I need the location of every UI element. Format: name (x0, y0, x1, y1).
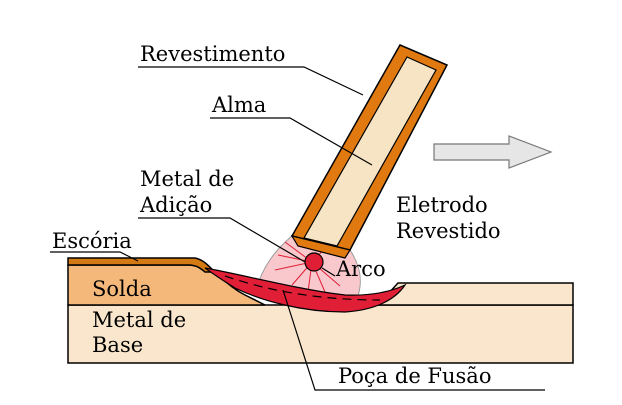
label-metal-base-line2: Base (92, 333, 143, 357)
leader-poca-fusao (282, 289, 545, 391)
label-solda: Solda (92, 277, 152, 301)
direction-arrow (433, 135, 553, 169)
slag-layer (67, 257, 218, 273)
electrode-tip (290, 235, 351, 259)
label-revestimento: Revestimento (140, 42, 285, 66)
label-arco: Arco (335, 257, 386, 281)
label-escoria: Escória (52, 229, 132, 253)
metal-droplet (304, 252, 324, 272)
base-metal (67, 304, 574, 364)
label-eletrodo-line1: Eletrodo (396, 193, 488, 217)
label-poca-fusao: Poça de Fusão (338, 364, 491, 388)
electrode-core (303, 56, 437, 247)
leader-alma (210, 117, 373, 166)
pool-dash (224, 275, 381, 301)
leader-arco (321, 267, 336, 277)
leader-lines (50, 66, 545, 391)
label-metal-adicao-line2: Adição (139, 193, 212, 217)
weld-pool (204, 267, 407, 313)
leader-metal-adicao (138, 217, 306, 263)
leader-escoria (50, 251, 139, 262)
label-metal-adicao-line1: Metal de (140, 167, 234, 191)
label-alma: Alma (211, 93, 266, 117)
leader-revestimento (138, 66, 364, 96)
label-metal-base-line1: Metal de (92, 308, 186, 332)
label-eletrodo-line2: Revestido (396, 219, 501, 243)
base-metal-surface (376, 282, 574, 306)
